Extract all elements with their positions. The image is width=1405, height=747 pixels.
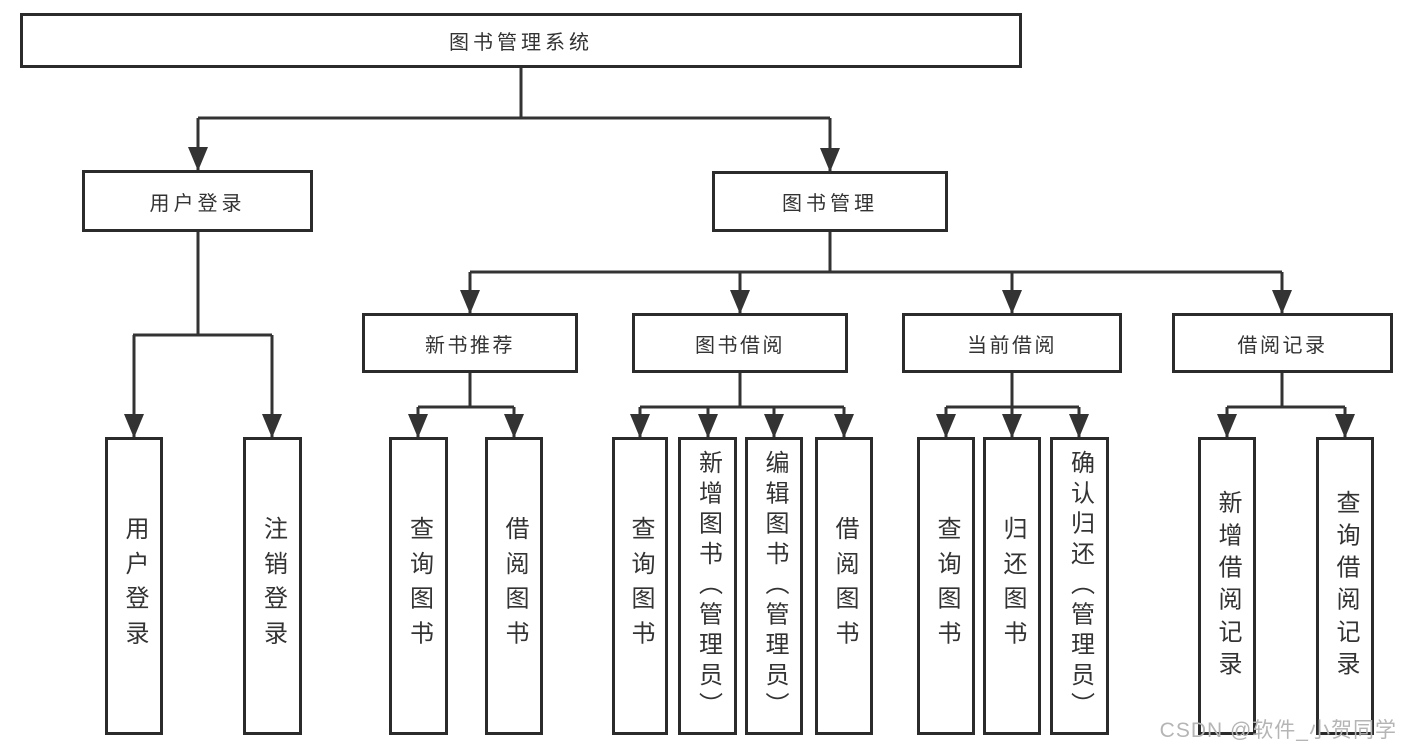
leaf-label: 查询图书 — [405, 516, 433, 656]
leaf-label: 借阅图书 — [501, 516, 528, 656]
leaf-label: 注销登录 — [259, 516, 287, 656]
leaf-label: 归还图书 — [999, 516, 1026, 656]
node-new-book-recommendation: 新书推荐 — [362, 313, 578, 373]
node-book-borrowing: 图书借阅 — [632, 313, 848, 373]
leaf-label: 查询借阅记录 — [1332, 489, 1359, 683]
leaf-label: 新增借阅记录 — [1214, 489, 1241, 683]
leaf-add-book-admin: 新增图书（管理员） — [678, 437, 737, 735]
leaf-confirm-return-admin: 确认归还（管理员） — [1050, 437, 1109, 735]
leaf-borrow-books-recommend: 借阅图书 — [485, 437, 543, 735]
leaf-label: 用户登录 — [121, 516, 148, 656]
leaf-label: 新增图书（管理员） — [694, 449, 722, 723]
node-borrowing-records: 借阅记录 — [1172, 313, 1393, 373]
leaf-add-borrow-record: 新增借阅记录 — [1198, 437, 1256, 735]
leaf-query-books-current: 查询图书 — [917, 437, 975, 735]
leaf-logout: 注销登录 — [243, 437, 302, 735]
leaf-label: 查询图书 — [627, 516, 654, 656]
leaf-query-books-borrowing: 查询图书 — [612, 437, 668, 735]
leaf-return-books: 归还图书 — [983, 437, 1041, 735]
leaf-query-borrow-record: 查询借阅记录 — [1316, 437, 1374, 735]
node-library-management-system: 图书管理系统 — [20, 13, 1022, 68]
node-book-management: 图书管理 — [712, 171, 948, 232]
leaf-edit-book-admin: 编辑图书（管理员） — [745, 437, 803, 735]
leaf-borrow-books-borrowing: 借阅图书 — [815, 437, 873, 735]
leaf-label: 查询图书 — [933, 516, 960, 656]
node-user-login: 用户登录 — [82, 170, 313, 232]
leaf-user-login: 用户登录 — [105, 437, 163, 735]
leaf-query-books-recommend: 查询图书 — [389, 437, 448, 735]
node-current-borrowing: 当前借阅 — [902, 313, 1122, 373]
leaf-label: 确认归还（管理员） — [1066, 449, 1094, 723]
leaf-label: 借阅图书 — [831, 516, 858, 656]
leaf-label: 编辑图书（管理员） — [761, 449, 788, 723]
csdn-watermark: CSDN @软件_小贺同学 — [1159, 719, 1397, 742]
